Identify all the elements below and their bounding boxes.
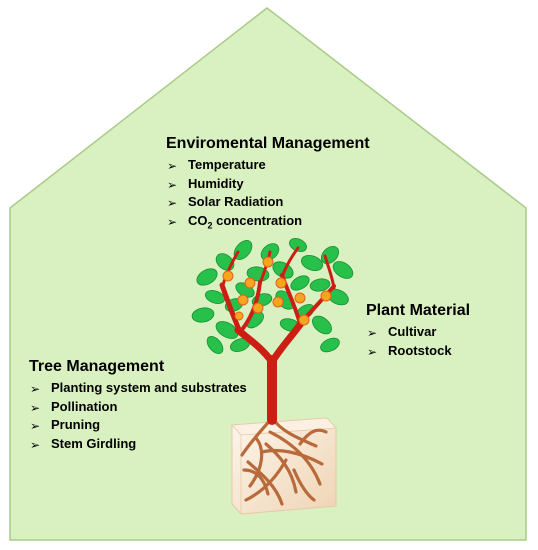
- list-item: ➢Solar Radiation: [166, 193, 370, 212]
- tree-management-list: ➢Planting system and substrates ➢Pollina…: [29, 379, 247, 453]
- list-item: ➢Planting system and substrates: [29, 379, 247, 398]
- tree-management-block: Tree Management ➢Planting system and sub…: [29, 357, 247, 453]
- list-item-co2: ➢CO2 concentration: [167, 212, 303, 231]
- plant-material-title: Plant Material: [366, 302, 471, 319]
- arrow-bullet-icon: ➢: [30, 382, 41, 396]
- list-item: ➢Pollination: [29, 398, 247, 417]
- arrow-bullet-icon: ➢: [30, 437, 41, 452]
- list-item: ➢Rootstock: [366, 342, 470, 361]
- plant-material-list: ➢Cultivar ➢Rootstock: [366, 323, 470, 360]
- arrow-bullet-icon: ➢: [167, 159, 178, 173]
- list-item: ➢Humidity: [166, 175, 370, 194]
- roots: [240, 416, 328, 506]
- fruits: [222, 256, 332, 326]
- arrow-bullet-icon: ➢: [167, 196, 178, 211]
- list-item: ➢Temperature: [166, 156, 370, 175]
- list-item: ➢Cultivar: [366, 323, 470, 342]
- arrow-bullet-icon: ➢: [30, 400, 41, 415]
- environmental-management-title: Enviromental Management: [166, 135, 370, 152]
- list-item: ➢Pruning: [29, 416, 247, 435]
- arrow-bullet-icon: ➢: [367, 326, 378, 340]
- tree-management-title: Tree Management: [29, 358, 165, 375]
- arrow-bullet-icon: ➢: [30, 419, 41, 434]
- environmental-management-block: Enviromental Management ➢Temperature ➢Hu…: [166, 134, 370, 230]
- environmental-management-list: ➢Temperature ➢Humidity ➢Solar Radiation …: [166, 156, 370, 230]
- list-item: ➢Stem Girdling: [29, 435, 247, 454]
- arrow-bullet-icon: ➢: [167, 177, 178, 192]
- arrow-bullet-icon: ➢: [167, 214, 178, 229]
- arrow-bullet-icon: ➢: [367, 344, 378, 359]
- plant-material-block: Plant Material ➢Cultivar ➢Rootstock: [366, 301, 470, 360]
- tree-trunk: [219, 246, 336, 425]
